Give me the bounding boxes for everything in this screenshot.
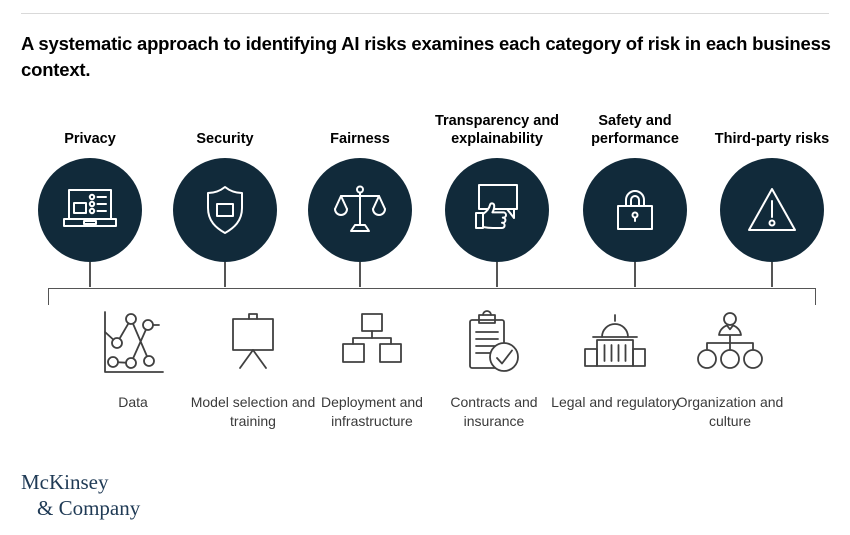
top-divider [21, 13, 829, 14]
context-label: Contracts and insurance [450, 394, 538, 429]
risk-category-label: Privacy [64, 130, 116, 147]
context-label: Legal and regulatory [551, 394, 679, 410]
risk-category-label: Third-party risks [714, 130, 830, 147]
risk-category-fairness: Fairness [285, 104, 435, 287]
connector-bracket [48, 288, 816, 305]
risk-category-circle [173, 158, 277, 262]
connector-stem [496, 262, 498, 287]
connector-stem [634, 262, 636, 287]
risk-category-security: Security [150, 104, 300, 287]
hand-holding-sign-icon [475, 184, 518, 229]
context-label: Deployment and infrastructure [321, 394, 423, 429]
connector-stem [224, 262, 226, 287]
context-contracts: Contracts and insurance [429, 308, 559, 431]
risk-category-safety: Safety and performance [560, 104, 710, 287]
balance-scales-icon [334, 185, 386, 232]
connector-stem [771, 262, 773, 287]
easel-screen-icon [232, 313, 274, 369]
context-data: Data [68, 308, 198, 412]
context-model-selection: Model selection and training [188, 308, 318, 431]
laptop-privacy-icon [63, 189, 117, 227]
page-title: A systematic approach to identifying AI … [21, 33, 831, 81]
line-chart-icon [104, 311, 164, 373]
context-label: Model selection and training [190, 394, 316, 429]
risk-category-circle [308, 158, 412, 262]
context-legal: Legal and regulatory [550, 308, 680, 412]
context-label: Data [118, 394, 148, 410]
network-boxes-icon [342, 313, 402, 363]
context-label: Organization and culture [676, 394, 784, 429]
risk-category-privacy: Privacy [15, 104, 165, 287]
connector-stem [359, 262, 361, 287]
risk-category-circle [38, 158, 142, 262]
risk-category-circle [720, 158, 824, 262]
connector-stem [89, 262, 91, 287]
capitol-building-icon [584, 314, 646, 367]
risk-category-label: Security [196, 130, 254, 147]
risk-category-transparency: Transparency and explainability [422, 104, 572, 287]
risk-category-label: Safety and performance [591, 112, 679, 147]
padlock-icon [617, 190, 653, 230]
risk-category-third-party: Third-party risks [697, 104, 847, 287]
context-deployment: Deployment and infrastructure [307, 308, 437, 431]
context-organization: Organization and culture [665, 308, 795, 431]
risk-category-circle [445, 158, 549, 262]
risk-category-circle [583, 158, 687, 262]
logo-line-2: & Company [37, 495, 141, 520]
mckinsey-logo: McKinsey & Company [21, 470, 140, 521]
risk-category-label: Fairness [330, 130, 390, 147]
shield-icon [207, 186, 243, 234]
risk-category-label: Transparency and explainability [434, 112, 560, 147]
logo-line-1: McKinsey [21, 470, 109, 494]
warning-triangle-icon [748, 188, 796, 231]
clipboard-check-icon [469, 310, 519, 372]
org-chart-person-icon [697, 312, 763, 369]
